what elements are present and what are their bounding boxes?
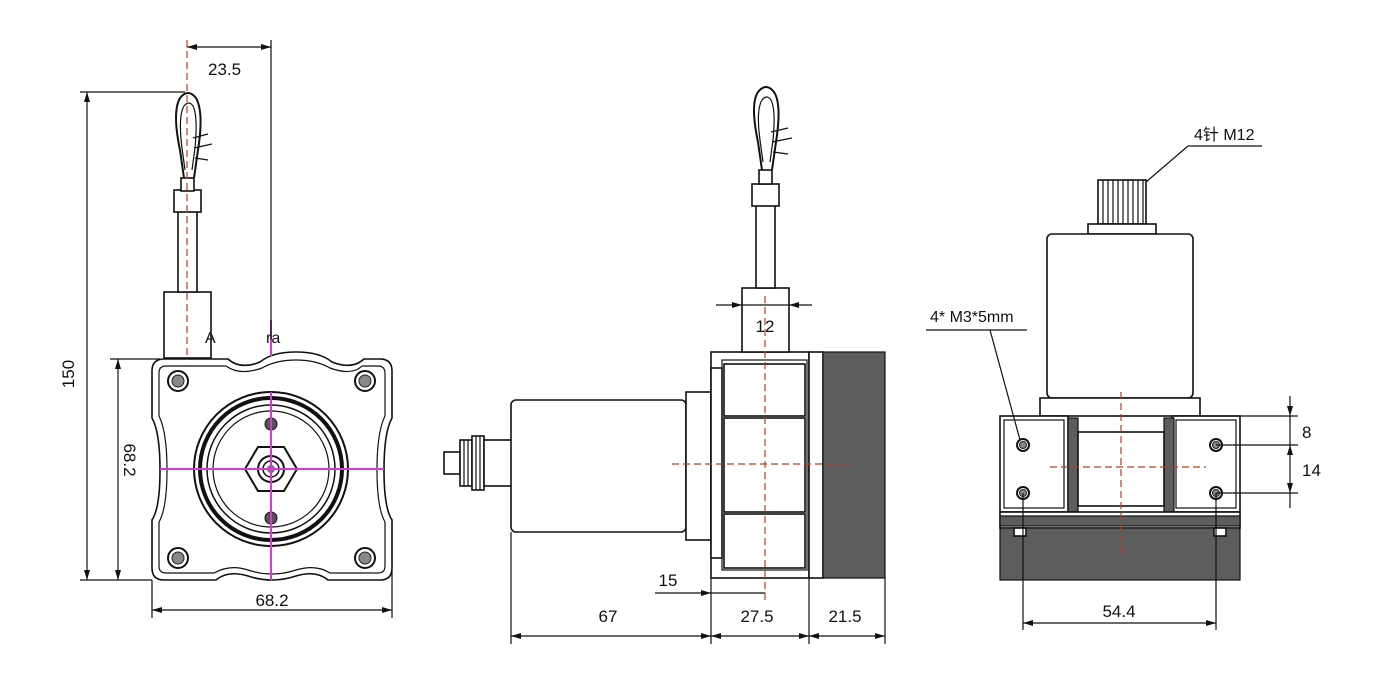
dim-arrow [789,302,799,308]
back-plate-left [999,415,1069,513]
dim-arrow [809,633,819,639]
dim-hole-pitch: 14 [1302,461,1321,480]
stray-label: ra [266,330,280,347]
back-drum-dark [1163,417,1175,513]
dim-arrow [711,633,721,639]
dim-arrow [115,570,121,580]
dim-arrow [84,92,90,102]
dim-arrow [187,44,197,50]
housing-step [685,391,712,541]
back-housing [1046,233,1194,399]
dim-arrow [84,570,90,580]
dim-cover-width: 21.5 [828,607,861,626]
dim-arrow [1287,483,1293,493]
dim-arrow [701,590,711,596]
mount-screws-label: 4* M3*5mm [930,309,1014,326]
back-view: 4针 M12 4* M3*5mm 8 14 54.4 [926,126,1321,630]
back-plate-right [1171,415,1241,513]
dim-offset-15: 15 [659,571,678,590]
hook-icon [175,92,202,179]
drum-flange [710,367,723,559]
dim-front-height: 68.2 [120,443,139,476]
back-cover-tab [1013,527,1027,537]
dim-drum-width: 27.5 [740,607,773,626]
hook-inner [757,96,775,163]
dim-arrow [875,633,885,639]
back-housing-step [1039,397,1201,417]
back-cover [999,527,1241,581]
sensor-housing [510,399,687,533]
dim-arrow [261,44,271,50]
side-view: 12 15 67 27.5 21.5 [443,86,886,644]
hook-latch [192,133,209,139]
hook-latch [194,157,209,161]
mount-hole [171,551,185,565]
dim-arrow [382,607,392,613]
m12-thread [1102,180,1144,224]
back-drum-dark [1067,417,1079,513]
dim-arrow [799,633,809,639]
hook-latch [771,137,793,143]
dim-arrow [1287,445,1293,455]
dim-arrow [511,633,521,639]
rod-tube [755,203,776,289]
dim-top-offset: 23.5 [208,60,241,79]
front-flange-inner [158,359,386,575]
dim-arrow [1023,620,1033,626]
connector-leader [1145,145,1189,183]
mount-hole [171,374,185,388]
connector-nut [459,439,473,487]
mount-screws-leader [989,329,1021,441]
dim-arrow [115,359,121,369]
dim-housing-length: 67 [599,607,618,626]
dim-front-width: 68.2 [255,591,288,610]
mount-hole [358,374,372,388]
dim-arrow [152,607,162,613]
dim-arrow [701,633,711,639]
end-cover [822,351,886,579]
dim-overall-length: 150 [59,360,78,388]
hook-latch [770,127,789,133]
rod-neck [758,169,773,185]
dim-arrow [732,302,742,308]
connector-base [483,439,513,487]
dim-arrow [1206,620,1216,626]
dim-mount-spacing: 54.4 [1102,602,1135,621]
connector-body [471,435,485,491]
hook-latch [772,151,789,155]
m3-hole [1019,441,1027,449]
rod-collar [751,183,780,207]
mount-hole [358,551,372,565]
front-view: A ra 23.5 150 68.2 68.2 [59,40,393,618]
connector-tip [443,451,461,475]
drum-flange [808,351,824,579]
back-plate-left-inner [1003,419,1065,509]
hook-icon [753,86,780,171]
back-strip-dark [999,515,1241,527]
connector-label: 4针 M12 [1194,126,1255,144]
m12-base [1087,223,1157,235]
m12-connector [1097,179,1147,225]
dim-arrow [1287,406,1293,416]
back-cover-tab [1213,527,1227,537]
dim-hole-top: 8 [1302,423,1311,442]
hook-inner [179,102,197,171]
back-plate-right-inner [1175,419,1237,509]
hook-latch [193,143,213,149]
dim-rod-dia: 12 [756,317,775,336]
stray-label: A [205,330,216,347]
